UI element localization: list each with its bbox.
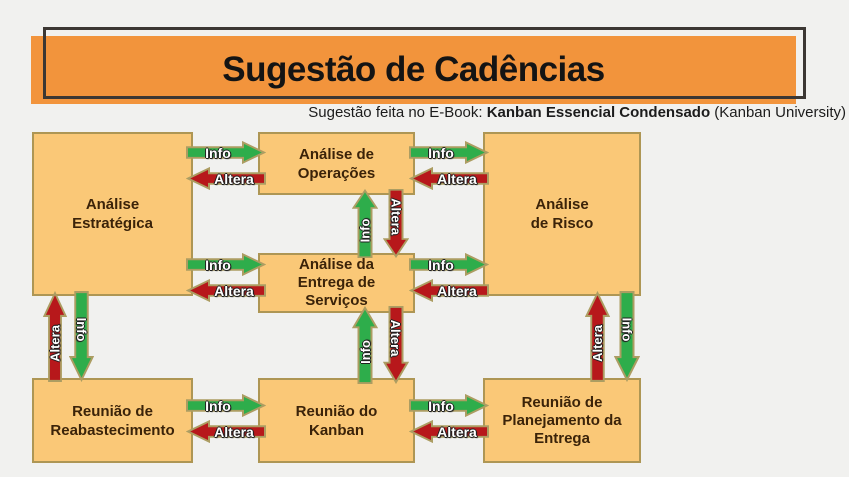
info-arrow-risco-planejamento: Info (614, 291, 640, 382)
box-label-line: de Risco (530, 215, 594, 232)
info-arrow-estrategica-entrega: Info (186, 253, 266, 276)
arrow-shape (409, 141, 489, 164)
info-arrow-reabastecimento-kanban: Info (186, 394, 266, 417)
box-label-line: Reunião de (72, 402, 153, 420)
arrow-shape (352, 189, 378, 258)
subtitle-suffix: (Kanban University) (710, 104, 846, 121)
box-analise-estrategica: Análise Estratégica (32, 132, 193, 296)
title-banner (31, 36, 796, 104)
altera-arrow-planejamento-kanban: Altera (409, 420, 489, 443)
title-banner-outline (43, 27, 806, 99)
info-arrow-entrega-risco: Info (409, 253, 489, 276)
box-label-line: Análise de (298, 145, 375, 163)
arrow-shape (585, 291, 610, 382)
info-arrow-kanban-entrega: Info (352, 306, 378, 384)
page-title: Sugestão de Cadências (222, 50, 605, 89)
arrow-shape (186, 253, 266, 276)
box-analise-de-operacoes: Análise de Operações (258, 132, 415, 195)
altera-arrow-entrega-estrategica: Altera (186, 279, 266, 302)
arrow-shape (186, 420, 266, 443)
altera-arrow-planejamento-risco: Altera (585, 291, 610, 382)
subtitle-prefix: Sugestão feita no E-Book: (308, 104, 487, 121)
arrow-shape (186, 167, 266, 190)
arrow-shape (352, 306, 378, 384)
altera-arrow-risco-entrega: Altera (409, 279, 489, 302)
arrow-shape (43, 291, 67, 382)
box-label-line: Operações (297, 164, 376, 182)
arrow-shape (409, 394, 489, 417)
box-analise-de-risco: Análise de Risco (483, 132, 641, 296)
box-analise-da-entrega-de-servicos: Análise da Entrega de Serviços (258, 253, 415, 313)
box-label-line: Análise (85, 196, 140, 213)
box-label-line: Reunião de (521, 393, 603, 411)
arrow-shape (409, 253, 489, 276)
info-arrow-kanban-planejamento: Info (409, 394, 489, 417)
info-arrow-estrategica-operacoes: Info (186, 141, 266, 164)
box-label-line: Kanban (308, 421, 364, 439)
arrow-shape (409, 167, 489, 190)
box-label-line: Análise (535, 196, 589, 213)
arrow-shape (409, 279, 489, 302)
box-reuniao-de-planejamento-da-entrega: Reunião de Planejamento da Entrega (483, 378, 641, 463)
arrow-shape (614, 291, 640, 382)
info-arrow-entrega-operacoes: Info (352, 189, 378, 258)
altera-arrow-risco-operacoes: Altera (409, 167, 489, 190)
arrow-shape (383, 189, 409, 258)
altera-arrow-entrega-kanban: Altera (383, 306, 409, 384)
box-label-line: Estratégica (72, 215, 153, 232)
arrow-shape (383, 306, 409, 384)
box-label-line: Entrega de (297, 274, 376, 291)
info-arrow-operacoes-risco: Info (409, 141, 489, 164)
arrow-shape (409, 420, 489, 443)
box-label-line: Serviços (305, 292, 368, 309)
arrow-shape (186, 141, 266, 164)
altera-arrow-operacoes-entrega: Altera (383, 189, 409, 258)
altera-arrow-operacoes-estrategica: Altera (186, 167, 266, 190)
arrow-shape (186, 394, 266, 417)
box-label-line: Análise da (298, 256, 375, 273)
altera-arrow-kanban-reabastecimento: Altera (186, 420, 266, 443)
box-label-line: Reabastecimento (50, 421, 175, 439)
box-label-line: Reunião do (295, 402, 378, 420)
box-reuniao-de-reabastecimento: Reunião de Reabastecimento (32, 378, 193, 463)
subtitle: Sugestão feita no E-Book: Kanban Essenci… (308, 104, 846, 121)
subtitle-book-title: Kanban Essencial Condensado (486, 104, 711, 121)
box-label-line: Planejamento da (502, 411, 622, 429)
arrow-shape (69, 291, 94, 382)
altera-arrow-reabastecimento-estrategica: Altera (43, 291, 67, 382)
info-arrow-estrategica-reabastecimento: Info (69, 291, 94, 382)
arrow-shape (186, 279, 266, 302)
box-label-line: Entrega (534, 429, 590, 447)
box-reuniao-do-kanban: Reunião do Kanban (258, 378, 415, 463)
